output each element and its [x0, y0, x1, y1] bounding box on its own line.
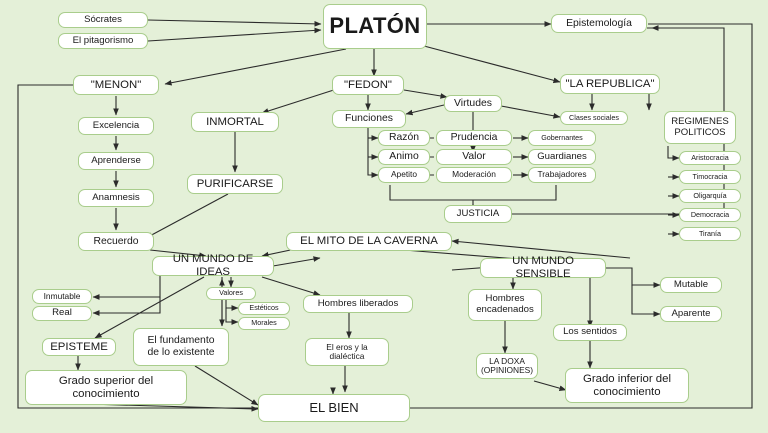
node-pitagorismo[interactable]: El pitagorismo [58, 33, 148, 49]
node-hombres-liberados[interactable]: Hombres liberados [303, 295, 413, 313]
node-episteme[interactable]: EPISTEME [42, 338, 116, 356]
node-tirania[interactable]: Tiranía [679, 227, 741, 241]
node-moderacion[interactable]: Moderación [436, 167, 512, 183]
node-justicia[interactable]: JUSTICIA [444, 205, 512, 223]
node-la-republica[interactable]: "LA REPUBLICA" [560, 74, 660, 94]
node-prudencia[interactable]: Prudencia [436, 130, 512, 146]
node-mundo-sensible[interactable]: UN MUNDO SENSIBLE [480, 255, 606, 280]
node-recuerdo[interactable]: Recuerdo [78, 232, 154, 251]
node-trabajadores[interactable]: Trabajadores [528, 167, 596, 183]
node-valores[interactable]: Valores [206, 287, 256, 300]
node-valor[interactable]: Valor [436, 149, 512, 165]
node-inmortal[interactable]: INMORTAL [191, 112, 279, 132]
node-el-bien[interactable]: EL BIEN [258, 394, 410, 422]
node-grado-inferior[interactable]: Grado inferior del conocimiento [565, 368, 689, 403]
node-inmutable[interactable]: Inmutable [32, 289, 92, 304]
node-mito-caverna[interactable]: EL MITO DE LA CAVERNA [286, 232, 452, 251]
node-virtudes[interactable]: Virtudes [444, 95, 502, 112]
node-hombres-encadenados[interactable]: Hombres encadenados [468, 289, 542, 321]
node-democracia[interactable]: Democracia [679, 208, 741, 222]
node-clases-sociales[interactable]: Clases sociales [560, 111, 628, 125]
node-mundo-de-ideas[interactable]: UN MUNDO DE IDEAS [152, 253, 274, 278]
node-mutable[interactable]: Mutable [660, 277, 722, 293]
node-animo[interactable]: Animo [378, 149, 430, 165]
node-eros-dialectica[interactable]: El eros y la dialéctica [305, 338, 389, 366]
node-real[interactable]: Real [32, 306, 92, 321]
node-los-sentidos[interactable]: Los sentidos [553, 324, 627, 341]
node-oligarquia[interactable]: Oligarquía [679, 189, 741, 203]
node-fedon[interactable]: "FEDON" [332, 75, 404, 95]
node-purificarse[interactable]: PURIFICARSE [187, 174, 283, 194]
node-fundamento-existente[interactable]: El fundamento de lo existente [133, 328, 229, 366]
node-aprenderse[interactable]: Aprenderse [78, 152, 154, 170]
node-morales[interactable]: Morales [238, 317, 290, 330]
node-esteticos[interactable]: Estéticos [238, 302, 290, 315]
node-gobernantes[interactable]: Gobernantes [528, 130, 596, 146]
node-aparente[interactable]: Aparente [660, 306, 722, 322]
node-epistemologia[interactable]: Epistemología [551, 14, 647, 33]
node-razon[interactable]: Razón [378, 130, 430, 146]
node-grado-superior[interactable]: Grado superior del conocimiento [25, 370, 187, 405]
node-apetito[interactable]: Apetito [378, 167, 430, 183]
node-excelencia[interactable]: Excelencia [78, 117, 154, 135]
node-socrates[interactable]: Sócrates [58, 12, 148, 28]
node-timocracia[interactable]: Timocracia [679, 170, 741, 184]
node-la-doxa[interactable]: LA DOXA (OPINIONES) [476, 353, 538, 379]
node-guardianes[interactable]: Guardianes [528, 149, 596, 165]
node-regimenes-politicos[interactable]: REGIMENES POLITICOS [664, 111, 736, 144]
node-funciones[interactable]: Funciones [332, 110, 406, 128]
node-menon[interactable]: "MENON" [73, 75, 159, 95]
node-anamnesis[interactable]: Anamnesis [78, 189, 154, 207]
node-platon[interactable]: PLATÓN [323, 4, 427, 49]
node-aristocracia[interactable]: Aristocracia [679, 151, 741, 165]
